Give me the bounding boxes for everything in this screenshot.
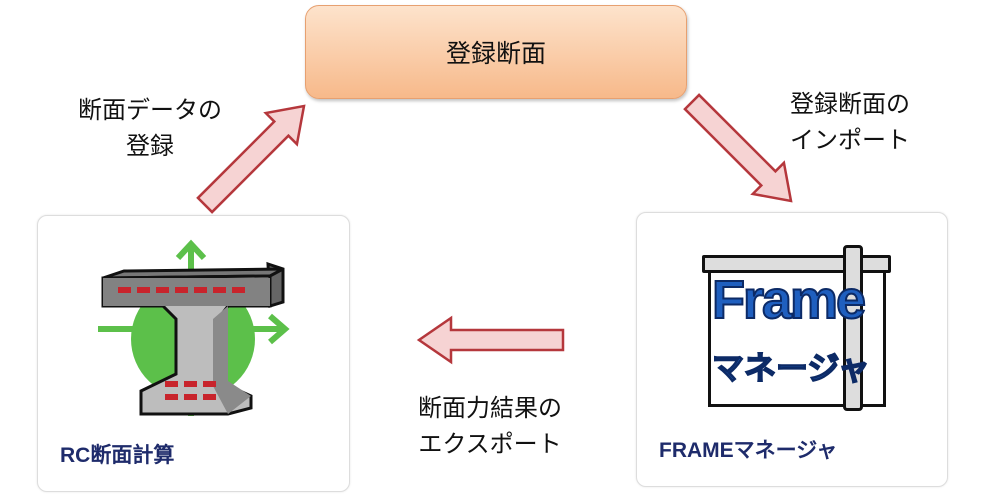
manager-logo-text: マネージャ: [711, 348, 870, 388]
import-label-line2: インポート: [790, 126, 910, 154]
rc-section-title: RC断面計算: [60, 444, 175, 467]
registered-sections-label: 登録断面: [445, 39, 546, 68]
register-label-line2: 登録: [126, 132, 174, 160]
frame-logo-text: Frame: [711, 269, 867, 331]
export-label-line1: 断面力結果の: [418, 394, 562, 422]
frame-manager-card[interactable]: Frame マネージャ FRAMEマネージャ: [636, 212, 948, 487]
rc-section-icon: [98, 239, 290, 416]
register-label: 断面データの 登録: [40, 92, 260, 164]
export-label-line2: エクスポート: [418, 430, 562, 458]
arrow-export: [416, 315, 565, 365]
register-label-line1: 断面データの: [78, 96, 222, 124]
arrow-import: [683, 93, 793, 203]
frame-manager-icon: Frame マネージャ: [702, 243, 891, 413]
rc-section-card[interactable]: RC断面計算: [37, 215, 350, 492]
registered-sections-box: 登録断面: [305, 5, 687, 99]
import-label-line1: 登録断面の: [790, 90, 910, 118]
export-label: 断面力結果の エクスポート: [380, 390, 600, 462]
frame-manager-title: FRAMEマネージャ: [659, 439, 838, 462]
import-label: 登録断面の インポート: [740, 86, 960, 158]
arrow-register: [196, 104, 306, 214]
